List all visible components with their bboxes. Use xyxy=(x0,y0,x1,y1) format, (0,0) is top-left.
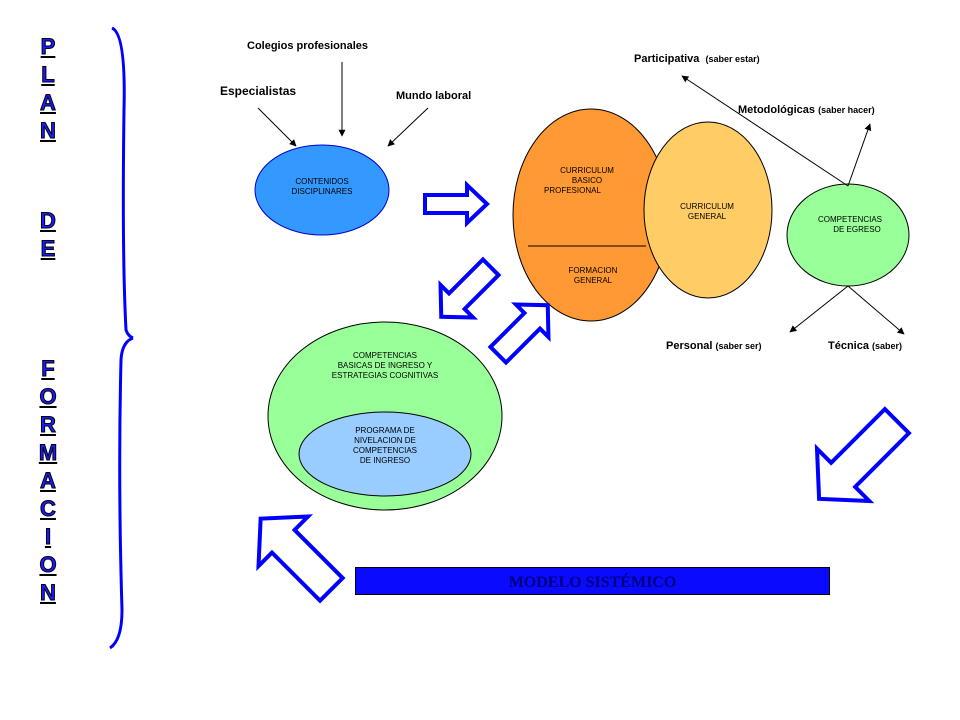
label-mundo-laboral: Mundo laboral xyxy=(396,90,472,102)
vertical-title-letter: E xyxy=(40,236,56,262)
text-line: CURRICULUM xyxy=(680,202,734,211)
label-sub: (saber ser) xyxy=(715,341,762,351)
label-main: Participativa xyxy=(634,53,700,65)
label-main: Personal xyxy=(666,340,713,352)
label-especialistas: Especialistas xyxy=(220,84,297,98)
ellipse-curriculum-general xyxy=(643,121,773,299)
text-competencias-basicas: COMPETENCIAS BASICAS DE INGRESO Y ESTRAT… xyxy=(310,351,460,381)
arrow-mundo-laboral xyxy=(387,107,429,147)
text-line: BASICO xyxy=(571,176,603,185)
label-main: Técnica xyxy=(828,340,869,352)
text-line: DE INGRESO xyxy=(359,456,411,465)
arrow-personal xyxy=(789,285,849,333)
vertical-title-letter: I xyxy=(44,524,52,550)
text-line: GENERAL xyxy=(687,212,727,221)
ellipse-competencias-egreso xyxy=(786,183,910,287)
model-banner: MODELO SISTÉMICO xyxy=(355,567,830,595)
vertical-title-letter: M xyxy=(38,440,58,466)
arrow-especialistas xyxy=(257,107,297,147)
block-arrows-group xyxy=(256,180,912,604)
vertical-title-letter: O xyxy=(39,552,57,578)
lower-brace xyxy=(109,336,134,650)
text-curriculum-basico: CURRICULUM BASICO PROFESIONAL xyxy=(542,166,632,196)
text-line: COMPETENCIAS xyxy=(352,351,417,360)
vertical-title-letter: R xyxy=(40,412,57,438)
label-personal: Personal (saber ser) xyxy=(666,340,762,352)
text-line: ESTRATEGIAS COGNITIVAS xyxy=(331,371,439,380)
arrow-tecnica xyxy=(847,285,905,335)
text-contenidos-disciplinares: CONTENIDOS DISCIPLINARES xyxy=(272,177,372,197)
text-formacion-general: FORMACION GENERAL xyxy=(548,266,638,286)
text-line: FORMACION xyxy=(568,266,618,275)
text-line: DISCIPLINARES xyxy=(291,187,353,196)
vertical-title-letter: L xyxy=(41,62,55,88)
label-main: Metodológicas xyxy=(738,104,816,116)
label-colegios-profesionales: Colegios profesionales xyxy=(247,40,369,52)
vertical-title-letter: A xyxy=(40,90,57,116)
vertical-title-letter: P xyxy=(40,34,56,60)
label-metodologicas: Metodológicas (saber hacer) xyxy=(738,104,875,116)
vertical-title-letter: C xyxy=(40,496,57,522)
ellipse-programa-nivelacion xyxy=(298,411,472,497)
text-line: CONTENIDOS xyxy=(295,177,349,186)
text-line: COMPETENCIAS xyxy=(817,215,882,224)
upper-brace xyxy=(111,26,134,340)
vertical-title-letter: D xyxy=(40,208,57,234)
label-sub: (saber hacer) xyxy=(818,105,875,115)
text-line: DE EGRESO xyxy=(833,225,881,234)
label-participativa: Participativa (saber estar) xyxy=(634,53,760,65)
text-line: BASICAS DE INGRESO Y xyxy=(337,361,433,370)
text-line: NIVELACION DE xyxy=(354,436,416,445)
text-line: PROFESIONAL xyxy=(544,186,601,195)
block-arrow-bottom-up xyxy=(256,514,346,604)
label-sub: (saber) xyxy=(872,341,903,351)
vertical-title-letter: O xyxy=(39,384,57,410)
block-arrow-up-right xyxy=(487,302,551,366)
block-arrow-down-left xyxy=(814,406,912,504)
label-sub: (saber estar) xyxy=(705,54,760,64)
label-tecnica: Técnica (saber) xyxy=(828,340,902,352)
vertical-title-letter: F xyxy=(41,356,55,382)
vertical-title-letter: N xyxy=(40,580,57,606)
text-curriculum-general: CURRICULUM GENERAL xyxy=(662,202,752,222)
vertical-title-letter: A xyxy=(40,468,57,494)
text-line: PROGRAMA DE xyxy=(355,426,415,435)
text-competencias-egreso: COMPETENCIAS DE EGRESO xyxy=(800,215,900,235)
text-programa-nivelacion: PROGRAMA DE NIVELACION DE COMPETENCIAS D… xyxy=(330,426,440,466)
text-line: COMPETENCIAS xyxy=(352,446,417,455)
ellipse-contenidos-disciplinares xyxy=(254,144,390,236)
vertical-title-letter: N xyxy=(40,118,57,144)
model-label: MODELO SISTÉMICO xyxy=(508,574,677,591)
block-arrow-up-left xyxy=(438,256,502,320)
block-arrow-to-curriculum xyxy=(423,180,490,228)
arrow-participativa xyxy=(681,75,849,187)
arrow-metodologicas xyxy=(847,123,872,187)
text-line: CURRICULUM xyxy=(560,166,614,175)
text-line: GENERAL xyxy=(573,276,613,285)
